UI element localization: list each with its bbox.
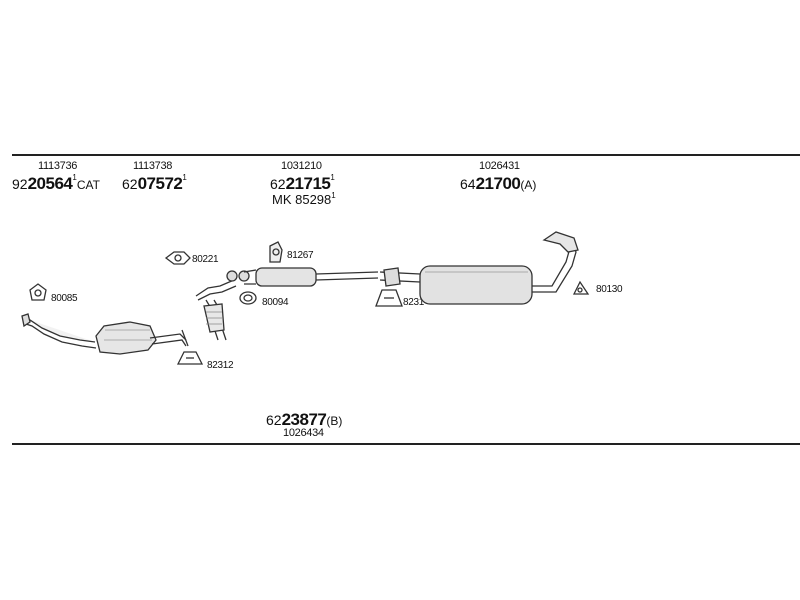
ref-1026431: 1026431 xyxy=(479,160,520,172)
part-number-complete-system: 6223877(B) xyxy=(266,410,343,429)
ref-1113738: 1113738 xyxy=(133,160,173,172)
label-8231x: 8231 xyxy=(403,297,425,308)
front-pipe xyxy=(195,270,250,341)
gasket-80085 xyxy=(29,283,47,301)
ref-1031210: 1031210 xyxy=(281,160,322,172)
label-82312: 82312 xyxy=(207,360,234,371)
part-number-rear-silencer: 6421700(A) xyxy=(460,174,537,193)
part-number-front-pipe: 62075721 xyxy=(122,173,187,193)
ref-1026434: 1026434 xyxy=(283,427,324,439)
rear-silencer xyxy=(379,231,579,305)
label-81267: 81267 xyxy=(287,250,314,261)
bottom-rule xyxy=(12,443,800,445)
top-rule xyxy=(12,154,800,156)
label-80085: 80085 xyxy=(51,293,78,304)
label-80094: 80094 xyxy=(262,297,289,308)
part-number-catalyst: 92205641CAT xyxy=(12,173,100,193)
gasket-80094 xyxy=(239,291,257,305)
gasket-80221 xyxy=(164,251,191,265)
catalyst-pipe xyxy=(21,313,189,355)
label-80130: 80130 xyxy=(596,284,623,295)
clamp-8231x xyxy=(375,289,403,307)
label-80221: 80221 xyxy=(192,254,219,265)
clamp-81267 xyxy=(269,241,283,263)
clamp-82312 xyxy=(176,351,204,365)
part-number-middle-silencer: 62217151 xyxy=(270,173,335,193)
mounting-kit-number: MK 852981 xyxy=(272,191,336,207)
ref-1113736: 1113736 xyxy=(38,160,78,172)
hanger-80130 xyxy=(572,280,590,295)
middle-silencer xyxy=(243,267,379,287)
